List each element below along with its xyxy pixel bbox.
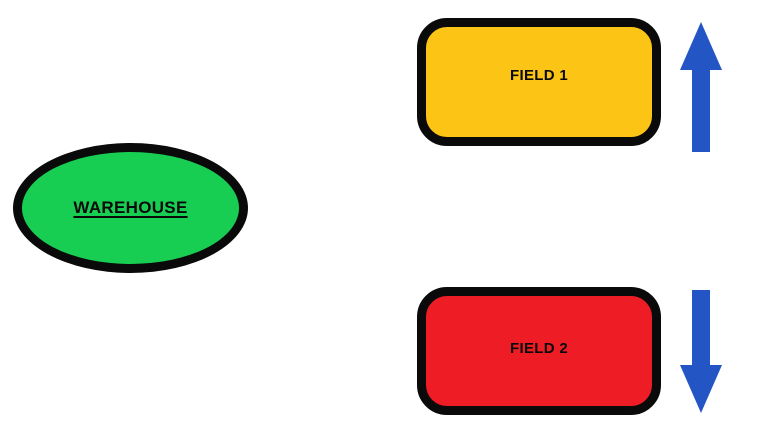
warehouse-label: WAREHOUSE [73, 198, 188, 217]
field1-node: FIELD 1 [417, 18, 661, 146]
field1-label: FIELD 1 [510, 66, 568, 84]
field2-node: FIELD 2 [417, 287, 661, 415]
up-arrow-shape [680, 22, 722, 152]
field2-label: FIELD 2 [510, 339, 568, 357]
warehouse-node: WAREHOUSE [13, 143, 248, 273]
down-arrow-shape [680, 290, 722, 413]
down-arrow-icon [680, 290, 722, 413]
up-arrow-icon [680, 22, 722, 152]
